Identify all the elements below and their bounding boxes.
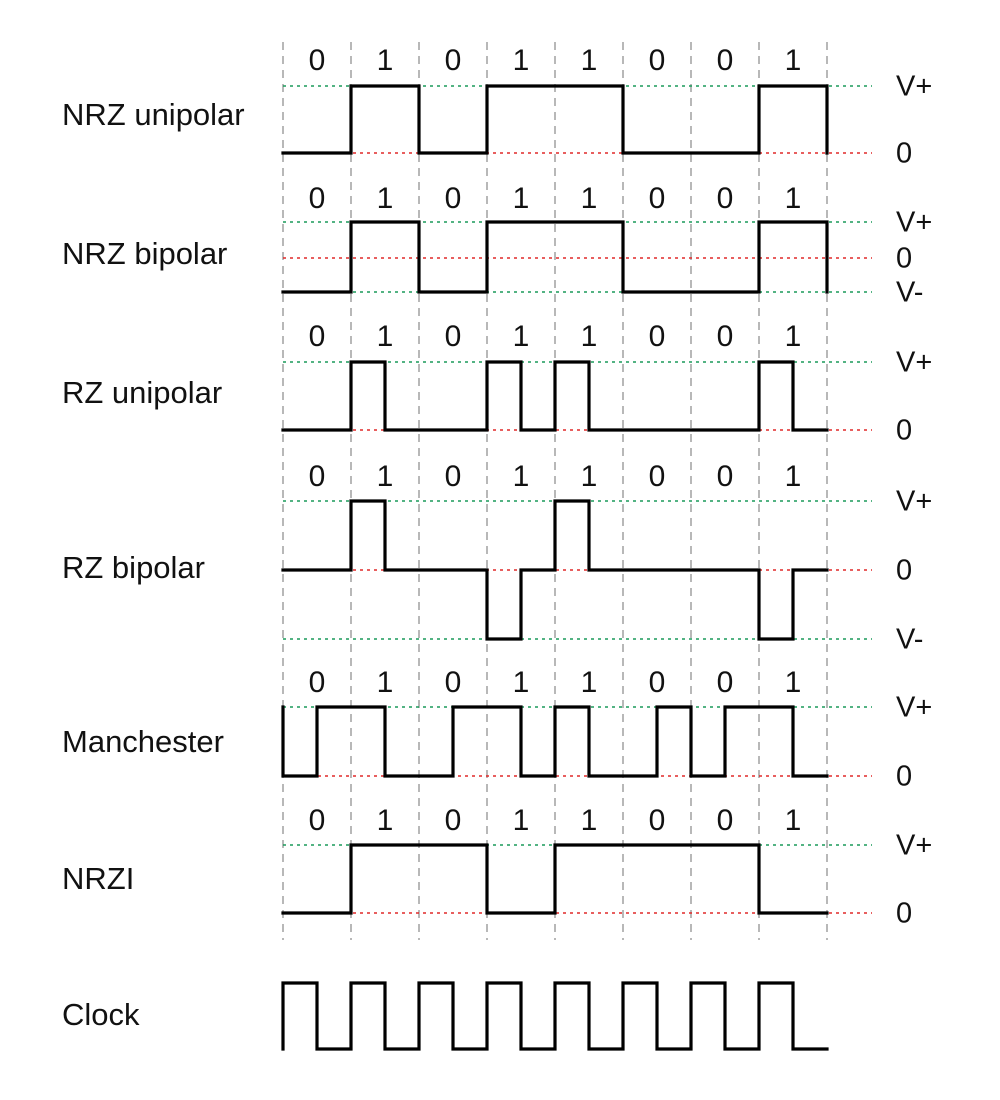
bit-label: 0: [309, 666, 326, 699]
row-label: NRZI: [62, 861, 134, 896]
rz-bipolar-waveform: [281, 499, 829, 641]
bit-label: 1: [513, 666, 530, 699]
nrz-unipolar-waveform: [281, 84, 829, 155]
row-clock: Clock: [62, 981, 829, 1051]
level-label: 0: [896, 898, 912, 930]
bit-label: 0: [717, 666, 734, 699]
bit-label: 1: [785, 182, 802, 215]
bit-label: 0: [445, 182, 462, 215]
level-label: 0: [896, 243, 912, 275]
level-label: V+: [896, 347, 932, 379]
bit-label: 1: [377, 44, 394, 77]
bit-label: 0: [649, 460, 666, 493]
bit-label: 0: [649, 666, 666, 699]
bit-label: 0: [445, 44, 462, 77]
bit-label: 0: [445, 460, 462, 493]
bit-label: 1: [377, 804, 394, 837]
row-rz-bipolar: RZ bipolar 0 1 0 1 1 0 0 1V+ 0V-: [62, 460, 932, 656]
level-label: 0: [896, 415, 912, 447]
bit-label: 1: [785, 804, 802, 837]
row-nrz-unipolar: NRZ unipolar 0 1 0 1 1 0 0 1V+ 0: [62, 44, 932, 170]
bit-label: 0: [309, 460, 326, 493]
bit-label: 0: [649, 44, 666, 77]
clock-waveform: [281, 981, 829, 1051]
bit-label: 1: [581, 666, 598, 699]
level-label: 0: [896, 761, 912, 793]
bit-boundary-lines: [282, 42, 828, 940]
row-label: Clock: [62, 997, 140, 1032]
bit-label: 1: [785, 320, 802, 353]
bit-label: 1: [785, 44, 802, 77]
bit-label: 1: [581, 44, 598, 77]
bit-label: 1: [377, 320, 394, 353]
bit-label: 0: [717, 182, 734, 215]
row-label: RZ bipolar: [62, 550, 205, 585]
bit-label: 1: [581, 182, 598, 215]
row-label: NRZ unipolar: [62, 97, 245, 132]
bit-label: 0: [649, 182, 666, 215]
level-label: V+: [896, 692, 932, 724]
bit-label: 1: [581, 320, 598, 353]
bit-label: 1: [785, 666, 802, 699]
row-manchester: Manchester 0 1 0 1 1 0 0 1V+ 0: [62, 666, 932, 793]
bit-label: 0: [445, 804, 462, 837]
bit-label: 0: [309, 44, 326, 77]
bit-label: 1: [513, 182, 530, 215]
rz-unipolar-waveform: [281, 360, 829, 432]
level-label: 0: [896, 555, 912, 587]
level-label: V-: [896, 624, 923, 656]
bit-label: 1: [581, 804, 598, 837]
level-label: 0: [896, 138, 912, 170]
bit-label: 1: [377, 666, 394, 699]
level-label: V+: [896, 71, 932, 103]
bit-label: 0: [309, 804, 326, 837]
bit-label: 0: [717, 804, 734, 837]
level-label: V+: [896, 486, 932, 518]
bit-label: 1: [513, 460, 530, 493]
bit-label: 1: [377, 460, 394, 493]
row-label: NRZ bipolar: [62, 236, 227, 271]
row-label: RZ unipolar: [62, 375, 222, 410]
bit-label: 0: [445, 666, 462, 699]
bit-label: 0: [649, 804, 666, 837]
row-nrzi: NRZI 0 1 0 1 1 0 0 1V+ 0: [62, 804, 932, 930]
bit-label: 0: [309, 320, 326, 353]
bit-label: 1: [513, 804, 530, 837]
bit-label: 1: [785, 460, 802, 493]
nrz-bipolar-waveform: [281, 220, 829, 294]
row-rz-unipolar: RZ unipolar 0 1 0 1 1 0 0 1V+ 0: [62, 320, 932, 447]
bit-label: 0: [717, 44, 734, 77]
bit-label: 0: [717, 320, 734, 353]
bit-label: 1: [377, 182, 394, 215]
level-label: V-: [896, 277, 923, 309]
bit-label: 0: [445, 320, 462, 353]
bit-label: 1: [513, 44, 530, 77]
level-label: V+: [896, 830, 932, 862]
bit-label: 1: [513, 320, 530, 353]
bit-label: 0: [717, 460, 734, 493]
level-label: V+: [896, 207, 932, 239]
bit-label: 0: [309, 182, 326, 215]
nrzi-waveform: [281, 843, 829, 915]
manchester-waveform: [281, 705, 829, 778]
bit-label: 1: [581, 460, 598, 493]
row-label: Manchester: [62, 724, 224, 759]
bit-label: 0: [649, 320, 666, 353]
